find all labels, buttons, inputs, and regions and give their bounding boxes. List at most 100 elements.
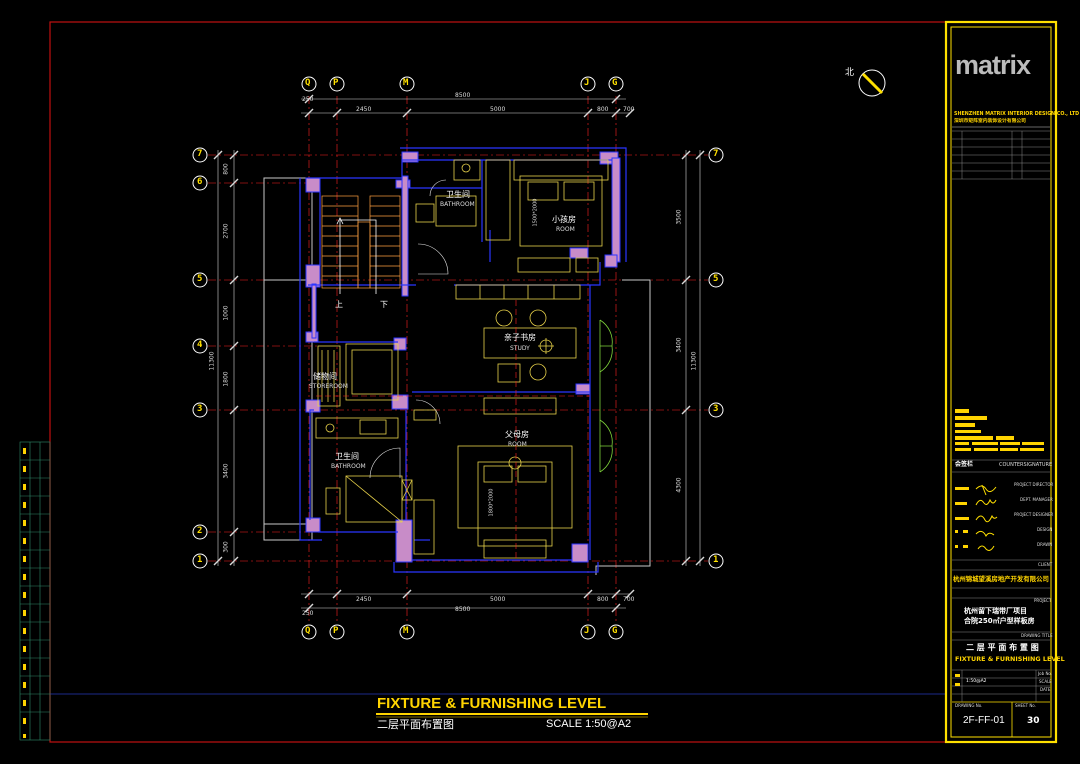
dim-left-seg-800: 800 bbox=[222, 163, 230, 175]
room-bath-lower-cn: 卫生间 bbox=[335, 452, 359, 461]
furniture bbox=[315, 159, 609, 559]
dim-right-overall: 11300 bbox=[690, 351, 698, 371]
dim-left-overall: 11300 bbox=[208, 351, 216, 371]
axis-5-right: 5 bbox=[713, 274, 719, 284]
job-no-label: Job No. bbox=[1038, 671, 1053, 676]
axis-lines bbox=[208, 96, 708, 622]
north-compass bbox=[858, 69, 886, 97]
dim-top-overall: 8500 bbox=[455, 92, 471, 99]
signatures bbox=[975, 484, 998, 551]
dim-bottom-overall: 8500 bbox=[455, 606, 471, 613]
axis-p-top: P bbox=[333, 78, 339, 88]
dim-left-seg-300: 300 bbox=[222, 541, 230, 553]
client-label: CLIENT bbox=[1038, 562, 1053, 567]
tb-drawing-title-en: FIXTURE & FURNISHING LEVEL bbox=[955, 655, 1065, 663]
dim-top-seg-2450: 2450 bbox=[356, 106, 372, 113]
countersign-en: COUNTERSIGNATURE bbox=[999, 462, 1053, 468]
room-bath-upper-cn: 卫生间 bbox=[446, 190, 470, 199]
axis-g-bottom: G bbox=[612, 626, 618, 636]
project-line1: 杭州留下瑞带厂项目 bbox=[964, 607, 1027, 615]
project-line2: 合院250㎡户型样板房 bbox=[964, 617, 1035, 625]
axis-g-top: G bbox=[612, 78, 618, 88]
dim-top-seg-250: 250 bbox=[302, 96, 314, 103]
role-drawn: DRAWN bbox=[1037, 542, 1053, 547]
dim-bottom-seg-5000: 5000 bbox=[490, 596, 506, 603]
bed-small-size: 1500*2000 bbox=[532, 198, 539, 227]
walls bbox=[305, 151, 621, 563]
axis-m-bottom: M bbox=[403, 626, 409, 636]
room-bath-upper-en: BATHROOM bbox=[440, 201, 475, 208]
drawing-no-label: DRAWING No. bbox=[955, 703, 983, 708]
doors bbox=[599, 319, 613, 473]
room-parents-en: ROOM bbox=[508, 441, 527, 448]
revision-strip bbox=[19, 441, 51, 741]
axis-1-right: 1 bbox=[713, 555, 719, 565]
axis-1-left: 1 bbox=[197, 555, 203, 565]
scale-label: SCALE bbox=[1039, 679, 1052, 684]
tb-drawing-title-cn: 二 层 平 面 布 置 图 bbox=[966, 643, 1039, 652]
dim-top-seg-700: 700 bbox=[623, 106, 635, 113]
exterior-outline bbox=[263, 147, 651, 575]
company-logo: matrix bbox=[955, 50, 1031, 80]
axis-q-top: Q bbox=[305, 78, 311, 88]
dim-right-seg-4300: 4300 bbox=[675, 477, 683, 493]
dim-left-seg-2700: 2700 bbox=[222, 223, 230, 239]
room-parents-cn: 父母房 bbox=[505, 430, 529, 439]
room-study-en: STUDY bbox=[510, 345, 530, 352]
axis-3-left: 3 bbox=[197, 404, 203, 414]
axis-j-bottom: J bbox=[584, 626, 590, 636]
sheet-frame bbox=[49, 21, 1057, 743]
dim-bottom-seg-700: 700 bbox=[623, 596, 635, 603]
axis-4-left: 4 bbox=[197, 340, 203, 350]
interior-doors bbox=[369, 179, 449, 479]
room-storeroom-cn: 储物间 bbox=[313, 372, 337, 381]
room-kids-en: ROOM bbox=[556, 226, 575, 233]
dimension-ticks bbox=[213, 94, 705, 613]
interior-walls bbox=[308, 159, 612, 561]
dim-bottom-seg-250: 250 bbox=[302, 610, 314, 617]
client-value: 杭州锦城望溪房地产开发有限公司 bbox=[953, 575, 1049, 583]
north-label: 北 bbox=[845, 68, 855, 78]
room-kids-cn: 小孩房 bbox=[552, 215, 576, 224]
date-label: DATE bbox=[1040, 687, 1051, 692]
company-name-en: SHENZHEN MATRIX INTERIOR DESIGN CO., LTD bbox=[954, 112, 1080, 117]
drawing-title-label: DRAWING TITLE bbox=[1021, 633, 1053, 638]
dim-top-seg-5000: 5000 bbox=[490, 106, 506, 113]
role-project-designer: PROJECT DESIGNER bbox=[1014, 512, 1054, 517]
project-label: PROJECT bbox=[1034, 598, 1052, 603]
axis-5-left: 5 bbox=[197, 274, 203, 284]
sheet-no: 30 bbox=[1027, 716, 1040, 726]
axis-q-bottom: Q bbox=[305, 626, 311, 636]
axis-bubbles bbox=[192, 76, 724, 640]
axis-7-left: 7 bbox=[197, 149, 203, 159]
scale-value: 1:50@A2 bbox=[966, 679, 987, 684]
section-lines bbox=[316, 300, 590, 560]
dim-bottom-seg-2450: 2450 bbox=[356, 596, 372, 603]
dim-bottom-seg-800: 800 bbox=[597, 596, 609, 603]
stair-arrows bbox=[336, 217, 377, 294]
dim-top-seg-800: 800 bbox=[597, 106, 609, 113]
role-dept-manager: DEPT. MANAGER bbox=[1020, 497, 1053, 502]
sheet-no-label: SHEET No. bbox=[1015, 703, 1036, 708]
drawing-title-en: FIXTURE & FURNISHING LEVEL bbox=[377, 695, 607, 712]
dim-left-seg-1800: 1800 bbox=[222, 371, 230, 387]
drawing-title-cn: 二层平面布置图 bbox=[377, 718, 454, 731]
axis-p-bottom: P bbox=[333, 626, 339, 636]
drawing-scale: SCALE 1:50@A2 bbox=[546, 718, 632, 730]
dim-right-seg-3400: 3400 bbox=[675, 337, 683, 353]
title-block-frame bbox=[944, 20, 1058, 744]
staircase bbox=[321, 195, 401, 289]
room-study-cn: 亲子书房 bbox=[504, 333, 536, 342]
dim-right-seg-3500: 3500 bbox=[675, 209, 683, 225]
countersign-cn: 会签栏 bbox=[955, 461, 974, 468]
axis-6-left: 6 bbox=[197, 177, 203, 187]
dimension-lines bbox=[217, 98, 701, 609]
axis-3-right: 3 bbox=[713, 404, 719, 414]
dim-left-seg-1000: 1000 bbox=[222, 305, 230, 321]
dim-left-seg-3400: 3400 bbox=[222, 463, 230, 479]
role-design: DESIGN bbox=[1037, 527, 1053, 532]
axis-7-right: 7 bbox=[713, 149, 719, 159]
redacted-info-bars bbox=[955, 409, 1044, 686]
